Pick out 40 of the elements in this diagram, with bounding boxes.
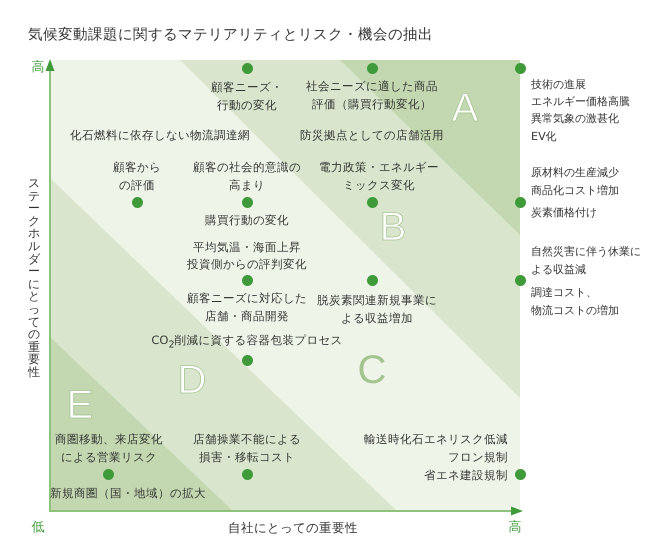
matrix-area [50,60,520,511]
item-label: エネルギー価格高騰 [531,95,630,109]
item-label: 顧客ニーズ・行動の変化 [210,79,284,114]
item-label: 原材料の生産減少 [531,166,619,180]
zone-letter: C [358,350,386,390]
item-label: CO$_{2}$削減に資する容器包装プロセス [151,333,343,352]
item-label: 防災拠点としての店舗活用 [300,128,444,142]
item-label: 調達コスト、物流コストの増加 [531,285,620,319]
zone-letter: B [380,207,406,247]
axis-title: 自社にとっての重要性 [228,520,358,536]
item-label: 化石燃料に依存しない物流調達網 [70,128,250,142]
item-label: 技術の進展 [531,78,586,92]
item-label: 顧客ニーズに対応した店舗・商品開発 [186,290,308,325]
item-label: 脱炭素関連新規事業による収益増加 [316,292,438,327]
item-label: 新規商圏（国・地域）の拡大 [50,486,206,500]
item-label: 社会ニーズに適した商品評価（購買行動変化） [306,78,438,113]
item-label: 平均気温・海面上昇 [193,240,301,254]
title: 気候変動課題に関するマテリアリティとリスク・機会の抽出 [28,26,433,44]
item-label: 炭素価格付け [531,206,597,220]
axis-end-label: 低 [32,520,44,536]
zone-letter: D [178,360,206,400]
axis-end-label: 高 [32,60,44,76]
item-label: 省エネ建設規制 [424,468,508,482]
item-label: 商圏移動、来店変化による営業リスク [54,431,164,466]
item-label: 商品化コスト増加 [531,184,619,198]
item-label: 電力政策・エネルギーミックス変化 [318,159,440,194]
axis-title: ステークホルダーにとっての重要性 [28,177,40,378]
item-label: 輸送時化石エネリスク低減 [364,432,508,446]
item-label: 購買行動の変化 [205,212,289,228]
item-label: 投資側からの評判変化 [187,256,307,272]
item-label: 顧客からの評価 [112,159,162,194]
item-label: 顧客の社会的意識の高まり [192,159,302,194]
item-label: フロン規制 [448,450,508,464]
item-label: 店舗操業不能による損害・移転コスト [192,431,302,466]
item-label: EV化 [531,130,557,144]
item-label: 異常気象の激甚化 [531,112,619,126]
zone-letter: E [66,385,94,425]
zone-letter: A [452,88,478,128]
item-label: 自然災害に伴う休業による収益減 [531,244,642,278]
axis-end-label: 高 [508,520,522,536]
